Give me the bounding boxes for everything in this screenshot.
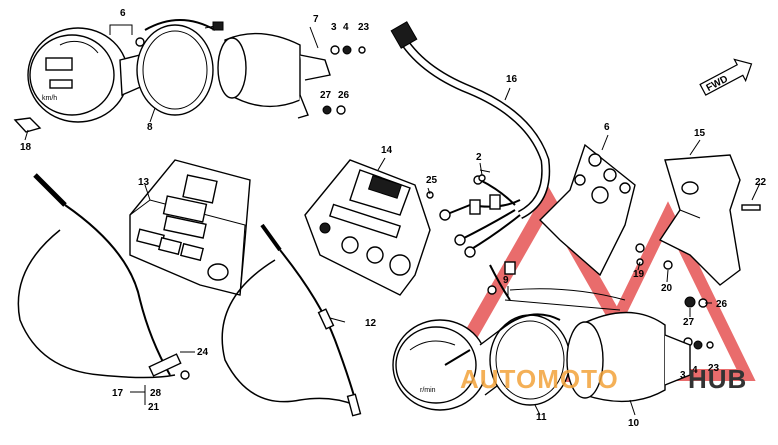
instrument-panel-14	[304, 159, 431, 296]
callout-c27b: 27	[683, 317, 695, 328]
callout-c6a: 6	[120, 8, 126, 19]
watermark-text: AUTOMOTO HUB	[460, 364, 747, 394]
callout-c14: 14	[381, 145, 393, 156]
callout-c10: 10	[628, 418, 640, 429]
callout-c26a: 26	[338, 90, 350, 101]
gauge-case-10	[566, 311, 691, 403]
mounting-ring-8	[135, 19, 224, 116]
svg-text:km/h: km/h	[42, 95, 57, 102]
callout-c17: 17	[112, 388, 124, 399]
callout-c3b: 3	[680, 370, 686, 381]
callout-c2: 2	[476, 152, 482, 163]
hardware-top	[322, 45, 366, 115]
callout-c4b: 4	[692, 365, 698, 376]
callout-c23b: 23	[708, 363, 720, 374]
callout-c8: 8	[147, 122, 153, 133]
callout-c22: 22	[755, 177, 767, 188]
bulb-18	[13, 117, 42, 133]
callout-c3a: 3	[331, 22, 337, 33]
fwd-label: FWD	[705, 74, 730, 94]
callout-c25: 25	[426, 175, 438, 186]
callout-c19: 19	[633, 269, 645, 280]
callout-c4a: 4	[343, 22, 349, 33]
bracket-15	[658, 154, 741, 286]
callout-c24: 24	[197, 347, 209, 358]
callout-c27a: 27	[320, 90, 332, 101]
svg-text:r/min: r/min	[420, 387, 436, 394]
callout-c18: 18	[20, 142, 32, 153]
callout-c7: 7	[313, 14, 319, 25]
callout-c16: 16	[506, 74, 518, 85]
callout-c9: 9	[503, 275, 509, 286]
gauge-cup-7	[217, 32, 331, 119]
callout-c12: 12	[365, 318, 377, 329]
forward-arrow: FWD	[699, 58, 753, 96]
callout-c28: 28	[150, 388, 162, 399]
bracket-6	[539, 143, 636, 277]
callout-c20: 20	[661, 283, 673, 294]
gauge-case-11	[489, 313, 571, 406]
wire-harness-16	[390, 21, 551, 258]
fwd-arrow-icon	[699, 58, 753, 96]
callout-c21: 21	[148, 402, 160, 413]
callout-c15: 15	[694, 128, 706, 139]
callout-c23a: 23	[358, 22, 370, 33]
instrument-panel-13	[129, 159, 251, 296]
callout-lines	[24, 24, 761, 416]
watermark-text-automoto: AUTOMOTO	[460, 364, 619, 394]
callout-c11: 11	[536, 412, 547, 423]
watermark-text-hub: HUB	[688, 364, 747, 394]
speedometer-cable-17	[17, 173, 190, 380]
tachometer-cable-12	[221, 223, 362, 417]
speedometer-assembly: km/h	[27, 27, 146, 123]
callout-c6b: 6	[604, 122, 610, 133]
callout-c26b: 26	[716, 299, 728, 310]
speedometer-face	[29, 34, 115, 116]
callout-c13: 13	[138, 177, 150, 188]
